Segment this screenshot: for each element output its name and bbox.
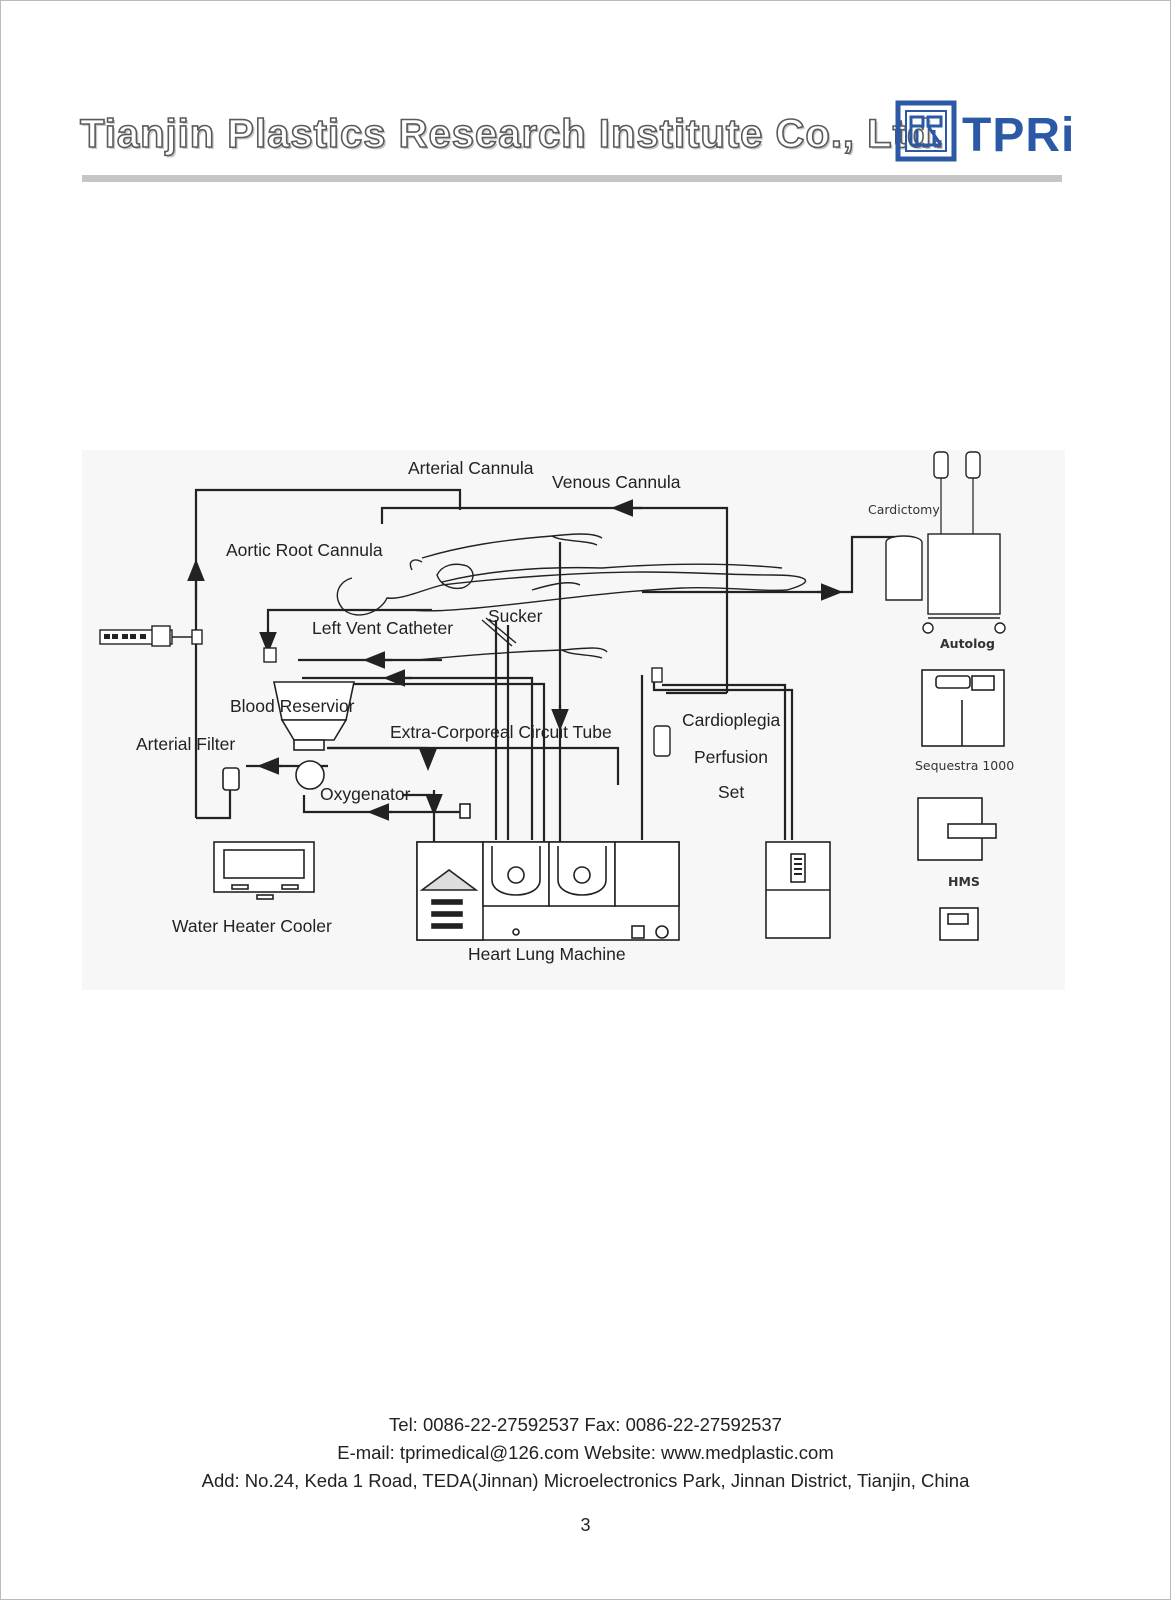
footer-contact: Tel: 0086-22-27592537 Fax: 0086-22-27592… xyxy=(389,1414,782,1435)
water-heater-cooler-label: Water Heater Cooler xyxy=(172,916,332,936)
heart-lung-machine-label: Heart Lung Machine xyxy=(468,944,626,964)
circuit-drawing xyxy=(82,450,1065,990)
arterial-filter-label: Arterial Filter xyxy=(136,734,236,754)
sucker-label: Sucker xyxy=(488,606,543,626)
aortic-root-cannula-label: Aortic Root Cannula xyxy=(226,540,383,560)
cardioplegia-label: Cardioplegia xyxy=(682,710,781,730)
tpri-logo-icon xyxy=(895,100,957,162)
arterial-cannula-label: Arterial Cannula xyxy=(408,458,534,478)
left-vent-catheter-label: Left Vent Catheter xyxy=(312,618,454,638)
oxygenator-label: Oxygenator xyxy=(320,784,411,804)
autolog-label: Autolog xyxy=(940,636,995,651)
set-label: Set xyxy=(718,782,745,802)
extra-corporeal-tube-label: Extra-Corporeal Circuit Tube xyxy=(390,722,612,742)
perfusion-diagram: Arterial Cannula Venous Cannula Aortic R… xyxy=(82,450,1065,990)
blood-reservoir-label: Blood Reservior xyxy=(230,696,355,716)
company-name: Tianjin Plastics Research Institute Co.,… xyxy=(79,111,945,157)
venous-cannula-label: Venous Cannula xyxy=(552,472,681,492)
hms-label: HMS xyxy=(948,874,980,889)
perfusion-label: Perfusion xyxy=(694,747,768,767)
cardiotomy-label: Cardictomy xyxy=(868,502,940,517)
page-number: 3 xyxy=(580,1515,591,1535)
tpri-logo-text: TPRi xyxy=(962,109,1076,162)
footer-web: E-mail: tprimedical@126.com Website: www… xyxy=(337,1442,834,1463)
footer-address: Add: No.24, Keda 1 Road, TEDA(Jinnan) Mi… xyxy=(201,1470,970,1491)
sequestra-label: Sequestra 1000 xyxy=(915,758,1015,773)
header-rule xyxy=(82,175,1062,182)
